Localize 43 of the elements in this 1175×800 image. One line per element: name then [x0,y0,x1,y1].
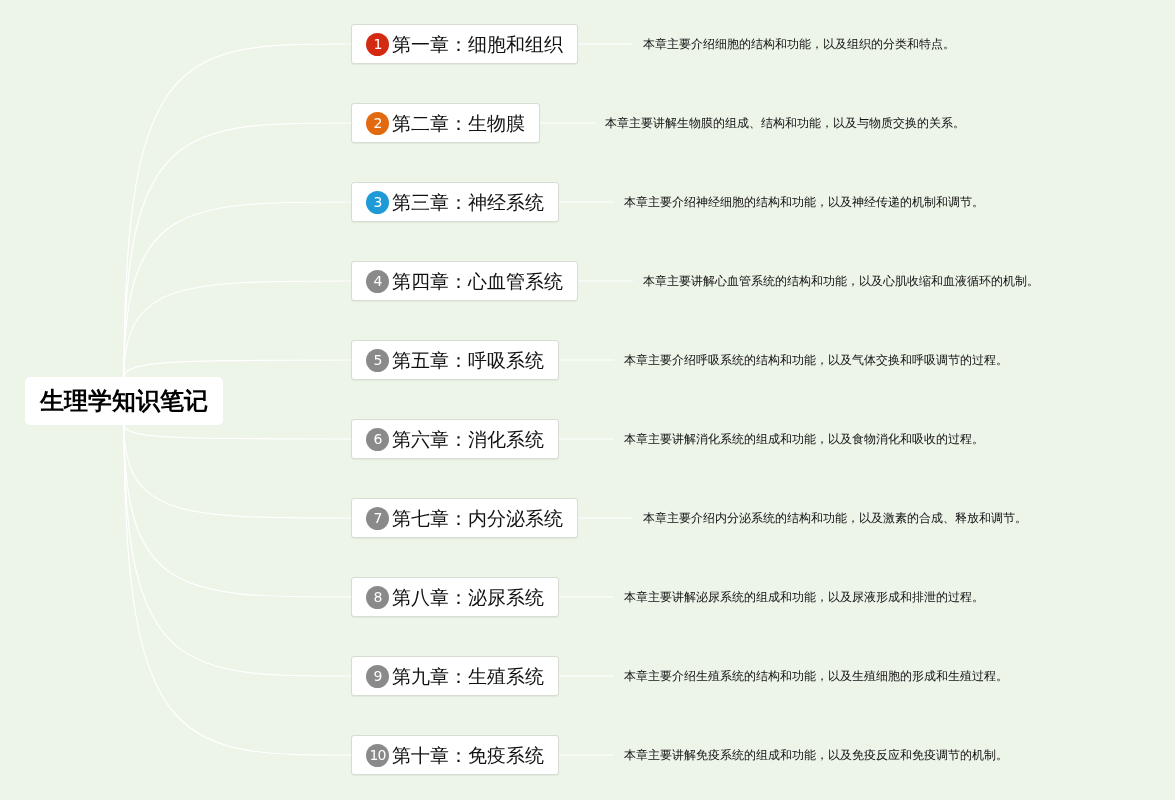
chapter-description: 本章主要介绍内分泌系统的结构和功能，以及激素的合成、释放和调节。 [643,509,1027,527]
chapter-title: 第一章：细胞和组织 [392,31,563,57]
chapter-description: 本章主要讲解免疫系统的组成和功能，以及免疫反应和免疫调节的机制。 [624,746,1008,764]
chapter-description: 本章主要讲解泌尿系统的组成和功能，以及尿液形成和排泄的过程。 [624,588,984,606]
chapter-title: 第四章：心血管系统 [392,268,563,294]
chapter-description: 本章主要讲解消化系统的组成和功能，以及食物消化和吸收的过程。 [624,430,984,448]
chapter-title: 第五章：呼吸系统 [392,347,544,373]
chapter-description: 本章主要介绍生殖系统的结构和功能，以及生殖细胞的形成和生殖过程。 [624,667,1008,685]
number-badge: 3 [366,190,389,214]
chapter-description: 本章主要讲解心血管系统的结构和功能，以及心肌收缩和血液循环的机制。 [643,272,1039,290]
chapter-title: 第六章：消化系统 [392,426,544,452]
root-topic-box: 生理学知识笔记 [25,377,223,425]
number-badge: 10 [366,743,389,767]
connector-line [123,424,352,440]
chapter-box [351,577,559,617]
chapter-box [351,24,578,64]
chapter-box [351,103,540,143]
chapter-description: 本章主要介绍神经细胞的结构和功能，以及神经传递的机制和调节。 [624,193,984,211]
chapter-title: 第二章：生物膜 [392,110,525,136]
chapter-title: 第九章：生殖系统 [392,663,544,689]
chapter-box [351,182,559,222]
chapter-box [351,735,559,775]
chapter-box [351,340,559,380]
chapter-title: 第八章：泌尿系统 [392,584,544,610]
number-badge: 5 [366,348,389,372]
chapter-title: 第七章：内分泌系统 [392,505,563,531]
number-badge: 8 [366,585,389,609]
number-badge: 2 [366,111,389,135]
chapter-description: 本章主要讲解生物膜的组成、结构和功能，以及与物质交换的关系。 [605,114,965,132]
chapter-description: 本章主要介绍呼吸系统的结构和功能，以及气体交换和呼吸调节的过程。 [624,351,1008,369]
chapter-title: 第十章：免疫系统 [392,742,544,768]
number-badge: 6 [366,427,389,451]
chapter-box [351,498,578,538]
connector-line [123,359,352,378]
chapter-box [351,261,578,301]
number-badge: 9 [366,664,389,688]
chapter-box [351,656,559,696]
number-badge: 7 [366,506,389,530]
chapter-title: 第三章：神经系统 [392,189,544,215]
chapter-description: 本章主要介绍细胞的结构和功能，以及组织的分类和特点。 [643,35,955,53]
number-badge: 4 [366,269,389,293]
number-badge: 1 [366,32,389,56]
chapter-box [351,419,559,459]
